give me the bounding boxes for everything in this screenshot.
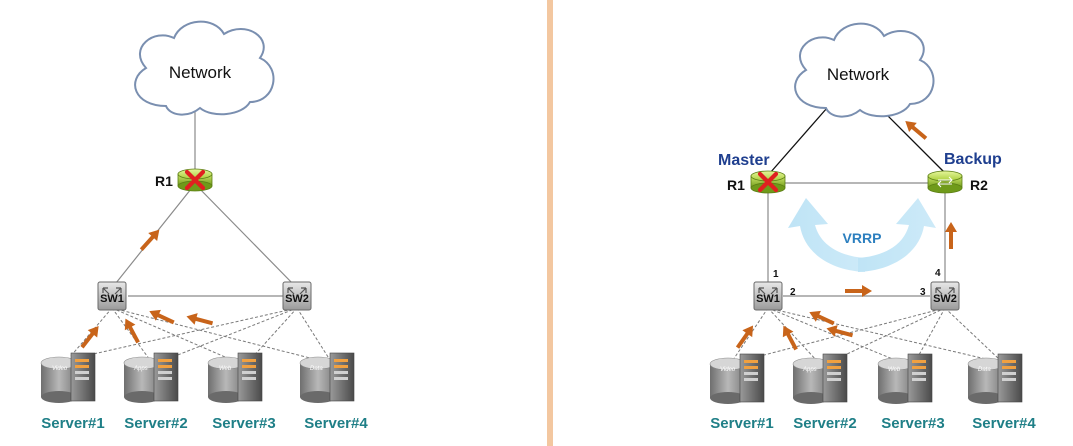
left-router-label: R1 bbox=[155, 173, 173, 189]
right-server-2-tag: Apps bbox=[802, 367, 817, 373]
right-server-3 bbox=[877, 353, 933, 405]
right-traffic-arrow-sw1-sw2 bbox=[843, 283, 874, 299]
right-server-4-label: Server#4 bbox=[972, 415, 1036, 432]
port-label-3: 3 bbox=[920, 287, 926, 298]
backup-label: Backup bbox=[944, 151, 1002, 168]
left-server-links bbox=[69, 307, 331, 361]
left-server-4-label: Server#4 bbox=[304, 415, 368, 432]
port-label-4: 4 bbox=[935, 268, 941, 279]
left-server-2 bbox=[123, 352, 179, 404]
right-router-r2-label: R2 bbox=[970, 177, 988, 193]
right-server-3-tag: Web bbox=[888, 367, 901, 373]
left-links bbox=[111, 110, 298, 297]
left-server-4-tag: Data bbox=[310, 366, 323, 372]
left-server-3 bbox=[207, 352, 263, 404]
port-label-1: 1 bbox=[773, 269, 779, 280]
right-server-2-label: Server#2 bbox=[793, 415, 856, 432]
right-server-links bbox=[732, 307, 1001, 363]
right-server-3-label: Server#3 bbox=[881, 415, 944, 432]
right-switch-sw1-label: SW1 bbox=[756, 293, 780, 305]
right-cloud-label: Network bbox=[827, 65, 890, 84]
right-server-4 bbox=[967, 353, 1023, 405]
left-panel: Network R1 SW1 SW2 Video Apps Web Data S… bbox=[40, 20, 368, 432]
right-traffic-arrow-s1 bbox=[730, 320, 760, 354]
left-server-3-tag: Web bbox=[219, 366, 232, 372]
right-traffic-arrow-up-r2 bbox=[943, 220, 959, 251]
left-server-1-tag: Video bbox=[52, 366, 68, 372]
left-switch-sw1-label: SW1 bbox=[100, 293, 124, 305]
left-switch-sw2-label: SW2 bbox=[285, 293, 309, 305]
left-server-1-label: Server#1 bbox=[41, 415, 104, 432]
left-cloud-label: Network bbox=[169, 63, 232, 82]
right-router-r1-label: R1 bbox=[727, 177, 745, 193]
panel-divider bbox=[547, 0, 553, 446]
vrrp-label: VRRP bbox=[843, 230, 882, 246]
left-server-1 bbox=[40, 352, 96, 404]
left-traffic-arrow-s4 bbox=[182, 308, 217, 332]
left-traffic-arrow-s1 bbox=[75, 320, 106, 353]
left-server-4 bbox=[299, 352, 355, 404]
right-router-r2 bbox=[927, 170, 963, 194]
right-server-4-tag: Data bbox=[978, 367, 991, 373]
right-panel: Network Master Backup R1 R2 VRRP SW1 SW2… bbox=[709, 22, 1036, 432]
left-server-3-label: Server#3 bbox=[212, 415, 275, 432]
left-traffic-arrow-up bbox=[134, 223, 166, 256]
right-server-1 bbox=[709, 353, 765, 405]
router-r2-arrows-icon bbox=[937, 176, 953, 188]
left-server-2-label: Server#2 bbox=[124, 415, 187, 432]
right-traffic-arrow-to-cloud bbox=[899, 114, 932, 145]
right-server-1-label: Server#1 bbox=[710, 415, 773, 432]
right-switch-sw2-label: SW2 bbox=[933, 293, 957, 305]
vrrp-arrow-icon bbox=[788, 198, 936, 272]
right-server-1-tag: Video bbox=[720, 367, 736, 373]
right-traffic-arrow-s4 bbox=[822, 320, 857, 344]
right-server-2 bbox=[792, 353, 848, 405]
right-links bbox=[767, 107, 946, 297]
port-label-2: 2 bbox=[790, 287, 796, 298]
master-label: Master bbox=[718, 152, 770, 169]
left-server-2-tag: Apps bbox=[133, 366, 148, 372]
